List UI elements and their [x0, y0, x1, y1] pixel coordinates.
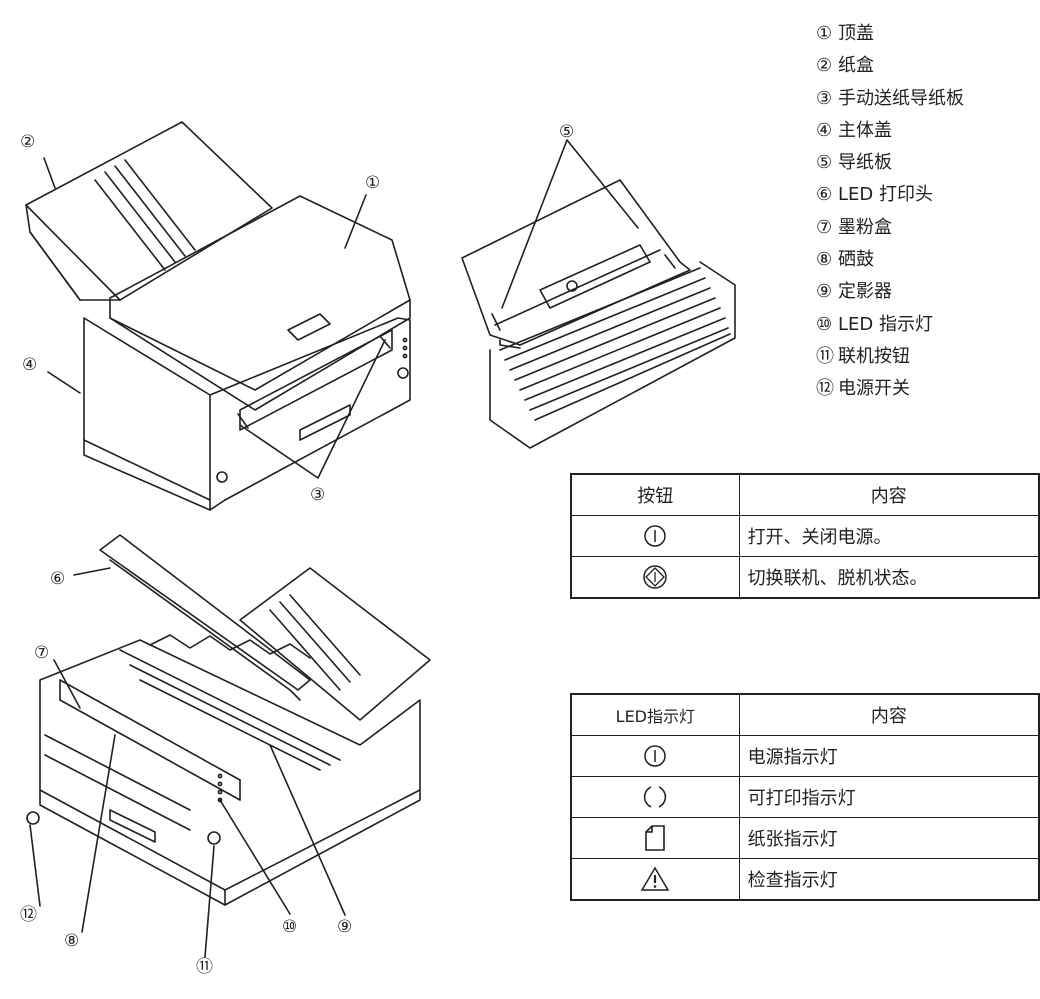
callout-3: ③ — [310, 485, 325, 505]
power-icon — [644, 745, 667, 767]
ready-icon — [644, 786, 667, 808]
led-table-cell: 纸张指示灯 — [738, 817, 1040, 859]
callout-8: ⑧ — [64, 931, 79, 951]
led-table-header-content: 内容 — [738, 693, 1040, 736]
printer-closed-illustration — [25, 121, 411, 511]
warning-icon — [641, 866, 670, 891]
led-table-cell: 可打印指示灯 — [738, 776, 1040, 818]
led-table: LED指示灯 内容 电源指示灯 可打印指示灯 纸张指示灯 — [570, 693, 1040, 901]
paper-guide-illustration — [461, 139, 736, 449]
callout-2: ② — [20, 132, 35, 152]
callout-5: ⑤ — [559, 122, 574, 142]
callout-12: ⑫ — [20, 905, 37, 925]
table-row: 切换联机、脱机状态。 — [570, 556, 1040, 599]
table-row: 电源指示灯 — [570, 735, 1040, 777]
callout-6: ⑥ — [50, 569, 65, 589]
callout-11: ⑪ — [196, 957, 213, 977]
power-icon — [644, 525, 667, 547]
paper-icon — [645, 825, 666, 851]
table-row: 检查指示灯 — [570, 858, 1040, 901]
led-table-cell: 电源指示灯 — [738, 735, 1040, 777]
led-table-header-led: LED指示灯 — [570, 693, 740, 736]
table-row: 打开、关闭电源。 — [570, 515, 1040, 557]
callout-7: ⑦ — [34, 643, 49, 663]
button-table-cell: 切换联机、脱机状态。 — [738, 556, 1040, 599]
callout-1: ① — [365, 173, 380, 193]
printer-open-illustration — [26, 534, 431, 958]
callout-4: ④ — [22, 355, 37, 375]
callout-9: ⑨ — [337, 917, 352, 937]
table-row: 纸张指示灯 — [570, 817, 1040, 859]
callout-10: ⑩ — [282, 917, 297, 937]
led-table-cell: 检查指示灯 — [738, 858, 1040, 901]
button-table: 按钮 内容 打开、关闭电源。 切换联机、脱机状态。 — [570, 473, 1040, 599]
table-row: 可打印指示灯 — [570, 776, 1040, 818]
button-table-header-content: 内容 — [738, 473, 1040, 516]
online-button-icon — [643, 565, 668, 589]
button-table-cell: 打开、关闭电源。 — [738, 515, 1040, 557]
button-table-header-button: 按钮 — [570, 473, 740, 516]
